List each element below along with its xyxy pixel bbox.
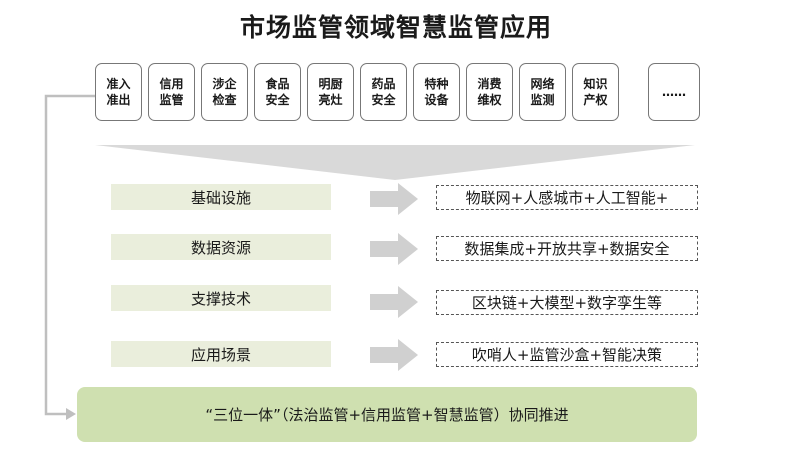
diagram-title: 市场监管领域智慧监管应用 (239, 13, 552, 42)
domain-box: 消费维权 (466, 63, 513, 121)
row-label: 基础设施 (111, 184, 331, 210)
domain-box: 网络监测 (519, 63, 566, 121)
domain-box: 明厨亮灶 (307, 63, 354, 121)
right-arrow-icon (370, 286, 418, 318)
row-result: 区块链+大模型+数字孪生等 (436, 290, 698, 315)
row-result: 物联网+人感城市+人工智能+ (436, 185, 698, 210)
domain-box: 信用监管 (148, 63, 195, 121)
row-label: 应用场景 (111, 341, 331, 367)
right-arrow-icon (370, 339, 418, 371)
three-in-one-banner: “三位一体”（法治监管+信用监管+智慧监管）协同推进 (77, 387, 697, 442)
row-result: 数据集成+开放共享+数据安全 (436, 236, 698, 261)
right-arrow-icon (370, 183, 418, 215)
domain-box-ellipsis: …… (648, 63, 700, 121)
connector-arrowhead (66, 408, 76, 420)
domain-box: 食品安全 (254, 63, 301, 121)
row-label: 支撑技术 (111, 285, 331, 311)
row-result: 吹哨人+监管沙盒+智能决策 (436, 342, 698, 367)
right-arrow-icon (370, 233, 418, 265)
funnel-triangle (95, 145, 695, 180)
domain-box: 涉企检查 (201, 63, 248, 121)
domain-box: 特种设备 (413, 63, 460, 121)
domain-box: 知识产权 (572, 63, 619, 121)
domain-box: 准入准出 (95, 63, 142, 121)
row-label: 数据资源 (111, 234, 331, 260)
domain-list: 准入准出 信用监管 涉企检查 食品安全 明厨亮灶 药品安全 特种设备 消费维权 … (95, 63, 705, 123)
domain-box: 药品安全 (360, 63, 407, 121)
